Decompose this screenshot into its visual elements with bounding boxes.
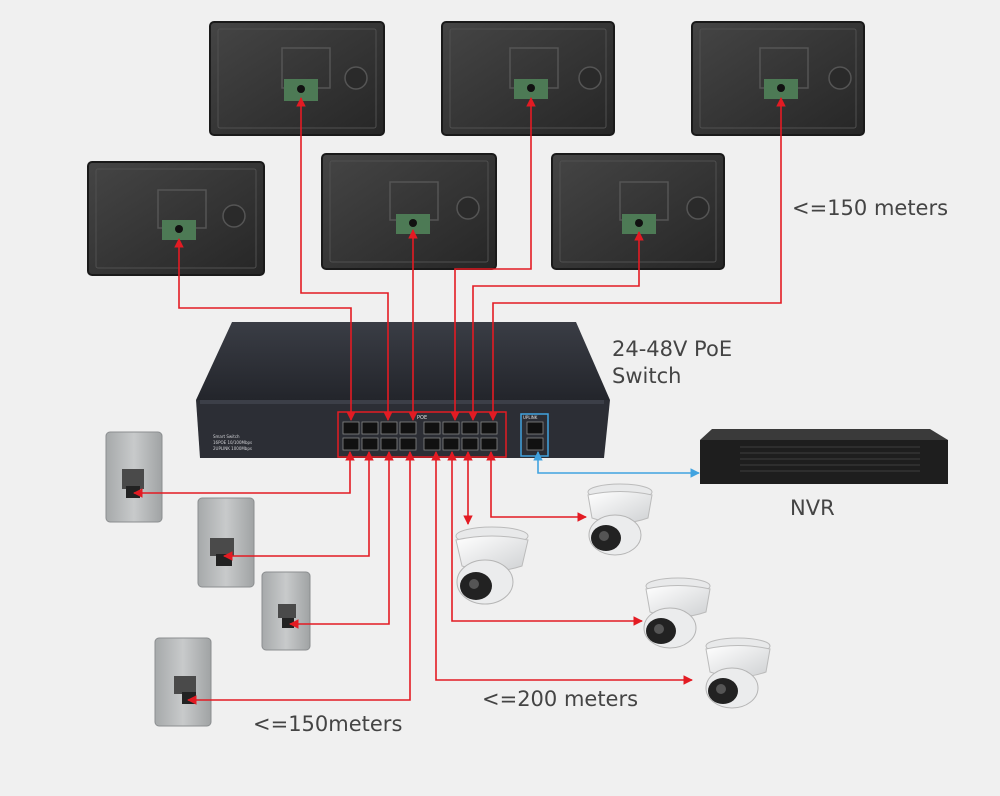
switch-title-line-2: Switch: [612, 364, 682, 388]
indoor-monitor-4: [87, 161, 265, 276]
dome-camera-1: [587, 483, 653, 556]
switch-port-row-top: [342, 421, 498, 435]
nvr-device: [700, 429, 948, 484]
uplink-port: [526, 421, 544, 435]
link-camera-3: [447, 451, 643, 626]
switch-title-line-1: 24-48V PoE: [612, 337, 733, 361]
door-station-3: [261, 571, 311, 651]
monitor-distance-label: <=150 meters: [792, 196, 949, 220]
door-station-distance-label: <=150meters: [253, 712, 403, 736]
switch-brand-line-2: 16POE 10/100Mbps: [213, 440, 252, 445]
link-monitor-3: [488, 97, 786, 421]
dome-camera-3: [643, 577, 711, 649]
switch-brand-line-3: 2UPLINK 1000Mbps: [213, 446, 252, 451]
link-camera-1: [486, 451, 587, 522]
link-monitor-1: [296, 97, 393, 421]
door-station-4: [154, 637, 212, 727]
link-camera-4: [431, 451, 693, 685]
dome-camera-2: [455, 526, 529, 605]
door-station-1: [105, 431, 163, 523]
dome-camera-4: [705, 637, 771, 709]
indoor-monitor-1: [209, 21, 385, 136]
switch-uplink-text: UPLINK: [523, 415, 538, 420]
link-nvr-uplink: [533, 451, 700, 478]
poe-switch: Smart Switch 16POE 10/100Mbps 2UPLINK 10…: [196, 322, 610, 458]
indoor-monitor-3: [691, 21, 865, 136]
switch-poe-text: POE: [417, 415, 427, 421]
indoor-monitor-5: [321, 153, 497, 270]
link-door-station-1: [133, 451, 355, 498]
switch-brand-line-1: Smart Switch: [213, 434, 240, 439]
link-door-station-4: [187, 451, 415, 705]
switch-port-row-bottom: [342, 437, 498, 451]
door-station-2: [197, 497, 255, 588]
indoor-monitor-2: [441, 21, 615, 136]
camera-distance-label: <=200 meters: [482, 687, 639, 711]
nvr-label: NVR: [790, 496, 835, 520]
indoor-monitor-6: [551, 153, 725, 270]
